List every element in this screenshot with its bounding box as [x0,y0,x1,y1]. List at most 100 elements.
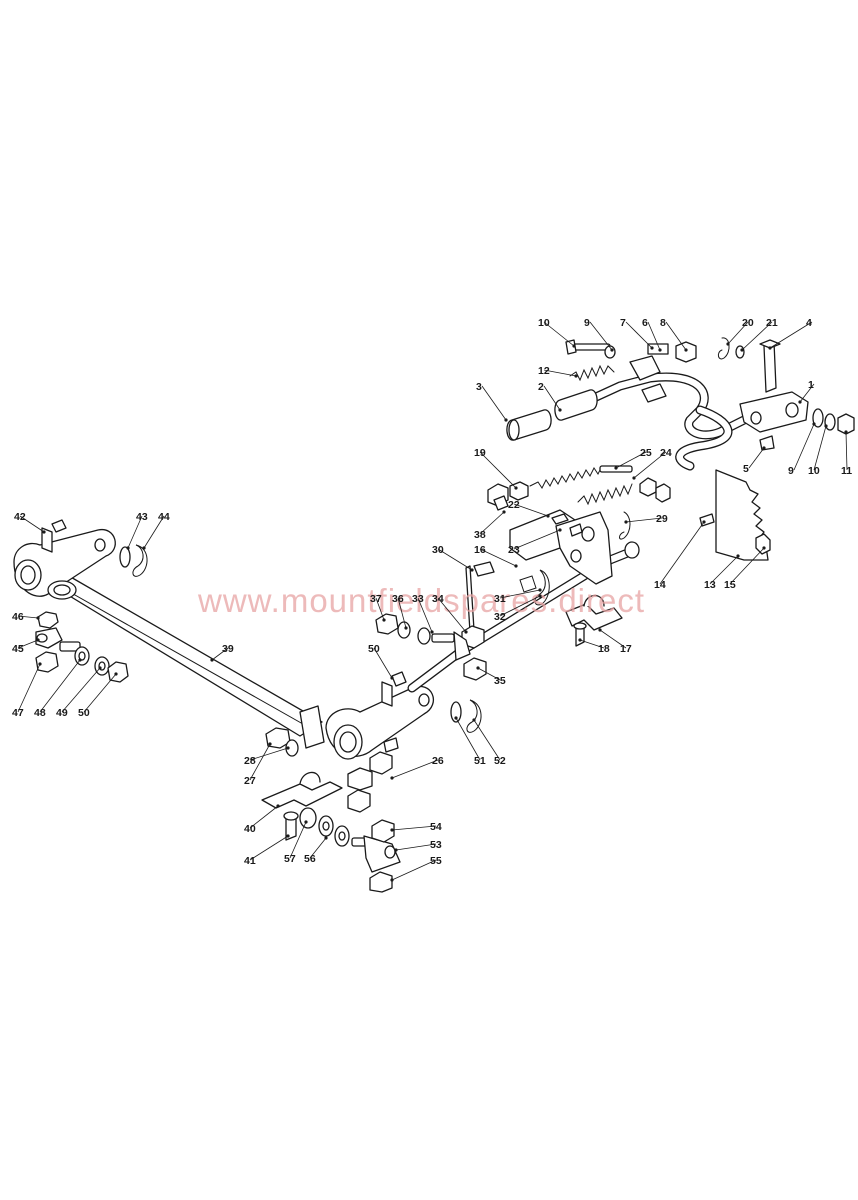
callout-dot [454,716,458,720]
callout-dot [390,828,394,832]
callout-26: 26 [390,755,444,780]
callout-label: 20 [742,317,754,329]
callout-label: 14 [654,579,666,591]
callout-28: 28 [244,746,290,767]
pivot-bracket [509,509,631,606]
callout-dot [404,626,408,630]
callout-dot [42,530,46,534]
callout-dot [324,836,328,840]
callout-leader [599,629,627,649]
callout-leader [589,321,613,351]
callout-label: 37 [370,593,382,605]
callout-dot [286,746,290,750]
callout-leader [39,659,81,713]
callout-dot [472,718,476,722]
height-adjuster [375,561,495,681]
linkage-pins [487,465,671,511]
callout-10: 10 [808,424,828,477]
callout-leader [543,385,561,411]
callout-30: 30 [432,544,474,572]
callout-dot [684,348,688,352]
callout-label: 1 [808,379,814,391]
callout-dot [598,628,602,632]
callout-label: 10 [538,317,550,329]
callout-34: 34 [432,593,468,634]
callout-dot [430,630,434,634]
callout-label: 55 [430,855,442,867]
callout-label: 35 [494,675,506,687]
rod-clamp [565,594,623,647]
callout-1: 1 [798,379,815,404]
callout-dot [650,346,654,350]
top-pivot-bracket [717,337,855,451]
callout-21: 21 [740,317,778,352]
callout-9: 9 [584,317,614,352]
callout-dot [476,666,480,670]
callout-label: 45 [12,643,24,655]
callout-label: 11 [841,465,852,477]
callout-leader [83,673,117,713]
callout-54: 54 [390,821,442,833]
callout-45: 45 [12,638,40,655]
callout-leader [543,369,577,377]
callout-leader [665,321,687,351]
callout-label: 50 [78,707,90,719]
callout-31: 31 [494,588,542,605]
callout-37: 37 [370,593,386,622]
callout-dot [578,638,582,642]
callout-dot [514,486,518,490]
callout-leader [249,747,289,761]
callout-dot [762,546,766,550]
callout-leader [479,548,517,567]
callout-leader [543,321,575,347]
callout-label: 7 [620,317,626,329]
callout-leader [499,589,541,599]
callout-35: 35 [476,666,506,687]
callout-dot [390,676,394,680]
callout-55: 55 [390,855,442,882]
shaft-clamp [261,771,343,841]
callout-label: 48 [34,707,46,719]
callout-leader [19,515,45,533]
callout-20: 20 [726,317,754,346]
callout-dot [538,594,542,598]
callout-leader [633,451,667,479]
callout-leader [479,451,517,489]
callout-leader [391,759,439,779]
callout-dot [470,568,474,572]
callout-dot [390,878,394,882]
callout-label: 23 [508,544,520,556]
callout-32: 32 [494,594,542,623]
callout-label: 38 [474,529,486,541]
callout-leader [17,615,39,619]
callout-leader [143,515,165,549]
callout-dot [36,616,40,620]
callout-label: 18 [598,643,610,655]
callout-label: 9 [584,317,590,329]
callout-48: 48 [34,658,82,719]
callout-label: 40 [244,823,256,835]
callout-53: 53 [394,839,442,852]
callout-leader [729,547,765,585]
callout-label: 16 [474,544,486,556]
callout-23: 23 [508,528,562,556]
callout-label: 52 [494,755,506,767]
callout-label: 6 [642,317,648,329]
callout-label: 9 [788,465,794,477]
callout-dot [798,400,802,404]
callout-label: 39 [222,643,234,655]
callout-label: 47 [12,707,24,719]
callout-56: 56 [304,836,328,865]
callout-dot [558,528,562,532]
callout-leader [17,663,41,713]
callout-leader [373,647,393,679]
callout-4: 4 [768,317,813,350]
callout-label: 43 [136,511,148,523]
callout-leader [647,321,661,351]
callout-dot [268,742,272,746]
callout-leader [659,521,705,585]
callout-label: 24 [660,447,672,459]
callout-47: 47 [12,662,42,719]
callout-40: 40 [244,804,280,835]
